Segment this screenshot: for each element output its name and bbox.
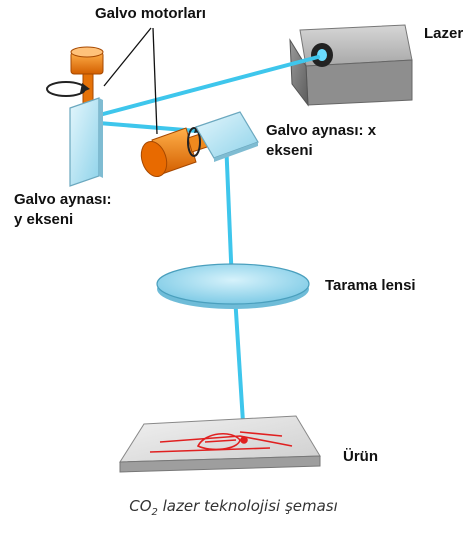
- galvo-mirror-y: [69, 97, 103, 187]
- figure-caption: CO2 lazer teknolojisi şeması: [0, 497, 467, 518]
- laser-beam: [84, 55, 320, 440]
- label-scan-lens: Tarama lensi: [325, 277, 416, 294]
- beam-laser-to-y-mirror: [86, 55, 320, 120]
- scan-lens: [156, 263, 310, 309]
- label-laser: Lazer: [424, 25, 464, 42]
- caption-subscript: 2: [151, 507, 158, 518]
- caption-suffix: lazer teknolojisi şeması: [157, 497, 338, 515]
- caption-prefix: CO: [129, 497, 152, 515]
- product-marking: [149, 431, 293, 453]
- galvo-mirror-x: [195, 111, 259, 162]
- label-mirror-x-line2: ekseni: [266, 142, 313, 159]
- beam-x-mirror-to-lens: [224, 138, 234, 286]
- label-product: Ürün: [343, 448, 378, 465]
- laser-source: [289, 24, 413, 107]
- product-plate: [119, 415, 321, 473]
- galvo-motor-x: [140, 127, 211, 178]
- label-mirror-x-line1: Galvo aynası: x: [266, 122, 377, 139]
- motor-leader-lines: [103, 27, 158, 135]
- label-mirror-y-line1: Galvo aynası:: [14, 191, 112, 208]
- beam-lens-to-product: [233, 294, 246, 440]
- label-mirror-y-line2: y ekseni: [14, 211, 74, 228]
- rotation-arrow-y-icon: [46, 81, 90, 97]
- label-galvo-motors: Galvo motorları: [95, 5, 206, 22]
